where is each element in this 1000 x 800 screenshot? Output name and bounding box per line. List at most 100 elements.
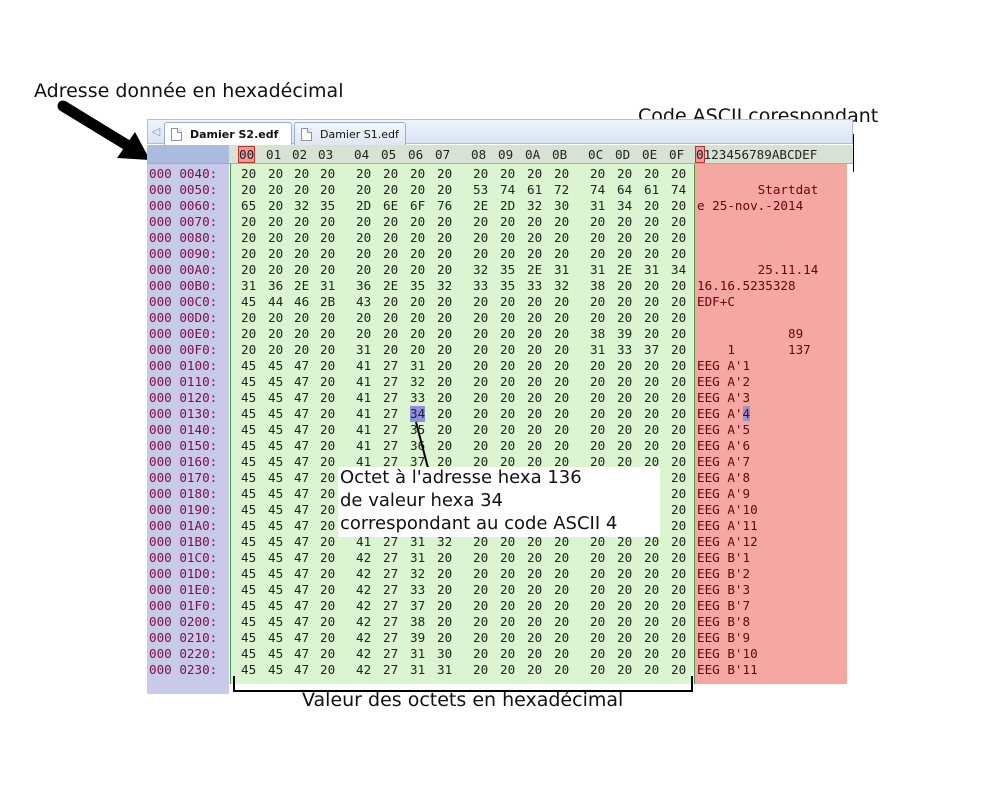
hex-byte[interactable]: 45 [241, 502, 257, 517]
hex-byte[interactable]: 20 [437, 182, 453, 197]
hex-byte[interactable]: 20 [590, 374, 606, 389]
hex-byte[interactable]: 20 [590, 422, 606, 437]
hex-byte[interactable]: 47 [294, 630, 310, 645]
hex-byte[interactable]: 45 [241, 358, 257, 373]
hex-byte[interactable]: 20 [500, 646, 516, 661]
hex-byte[interactable]: 30 [437, 646, 453, 661]
ascii-text[interactable]: e 25-nov.-2014 [697, 198, 804, 213]
hex-byte[interactable]: 20 [383, 182, 399, 197]
hex-byte[interactable]: 20 [671, 422, 687, 437]
ascii-text[interactable]: 89 [697, 326, 804, 341]
hex-byte[interactable]: 41 [356, 438, 372, 453]
hex-byte[interactable]: 20 [500, 326, 516, 341]
hex-byte[interactable]: 20 [617, 422, 633, 437]
hex-byte[interactable]: 20 [644, 662, 660, 677]
hex-byte[interactable]: 45 [241, 598, 257, 613]
hex-byte[interactable]: 20 [590, 550, 606, 565]
hex-byte[interactable]: 47 [294, 550, 310, 565]
hex-byte[interactable]: 30 [554, 198, 570, 213]
hex-byte[interactable]: 20 [617, 566, 633, 581]
hex-byte[interactable]: 41 [356, 374, 372, 389]
hex-byte[interactable]: 27 [383, 630, 399, 645]
hex-byte[interactable]: 20 [671, 534, 687, 549]
ascii-text[interactable]: EEG A'11 [697, 518, 758, 533]
hex-byte[interactable]: 20 [644, 534, 660, 549]
hex-byte[interactable]: 45 [268, 454, 284, 469]
hex-byte[interactable]: 20 [644, 166, 660, 181]
hex-byte[interactable]: 20 [320, 246, 336, 261]
hex-byte[interactable]: 20 [500, 342, 516, 357]
ascii-text[interactable]: EEG A'12 [697, 534, 758, 549]
ascii-text[interactable]: EEG B'8 [697, 614, 751, 629]
hex-byte[interactable]: 45 [241, 550, 257, 565]
hex-byte[interactable]: 20 [320, 310, 336, 325]
hex-byte[interactable]: 20 [671, 438, 687, 453]
hex-byte[interactable]: 38 [590, 278, 606, 293]
hex-byte[interactable]: 47 [294, 518, 310, 533]
ascii-text[interactable]: EEG A'1 [697, 358, 751, 373]
hex-byte[interactable]: 20 [294, 246, 310, 261]
hex-byte[interactable]: 20 [644, 550, 660, 565]
hex-byte[interactable]: 20 [527, 214, 543, 229]
hex-byte[interactable]: 45 [268, 438, 284, 453]
hex-byte[interactable]: 20 [437, 374, 453, 389]
hex-byte[interactable]: 20 [617, 246, 633, 261]
hex-byte[interactable]: 20 [268, 214, 284, 229]
ascii-text[interactable]: 1 137 [697, 342, 811, 357]
hex-byte[interactable]: 27 [383, 390, 399, 405]
hex-byte[interactable]: 20 [671, 390, 687, 405]
hex-byte[interactable]: 20 [473, 630, 489, 645]
hex-byte[interactable]: 61 [644, 182, 660, 197]
hex-byte[interactable]: 20 [500, 374, 516, 389]
hex-byte[interactable]: 20 [473, 438, 489, 453]
hex-byte[interactable]: 20 [590, 166, 606, 181]
hex-byte[interactable]: 20 [473, 534, 489, 549]
hex-byte[interactable]: 20 [500, 406, 516, 421]
hex-byte[interactable]: 45 [268, 534, 284, 549]
hex-byte[interactable]: 45 [268, 646, 284, 661]
hex-byte[interactable]: 20 [410, 166, 426, 181]
hex-byte[interactable]: 20 [320, 374, 336, 389]
hex-byte[interactable]: 20 [590, 454, 606, 469]
hex-byte[interactable]: 74 [671, 182, 687, 197]
hex-byte[interactable]: 20 [671, 614, 687, 629]
hex-byte[interactable]: 27 [383, 550, 399, 565]
hex-byte[interactable]: 45 [268, 406, 284, 421]
hex-byte[interactable]: 20 [644, 438, 660, 453]
hex-byte[interactable]: 20 [437, 438, 453, 453]
hex-byte[interactable]: 20 [590, 582, 606, 597]
hex-byte[interactable]: 20 [437, 454, 453, 469]
hex-byte[interactable]: 20 [617, 630, 633, 645]
hex-byte[interactable]: 20 [554, 390, 570, 405]
hex-byte[interactable]: 20 [473, 326, 489, 341]
hex-byte[interactable]: 20 [554, 598, 570, 613]
hex-byte[interactable]: 27 [383, 358, 399, 373]
hex-byte[interactable]: 20 [617, 214, 633, 229]
hex-byte[interactable]: 20 [500, 294, 516, 309]
hex-byte[interactable]: 20 [644, 390, 660, 405]
hex-byte[interactable]: 20 [320, 422, 336, 437]
hex-byte[interactable]: 20 [617, 550, 633, 565]
hex-byte[interactable]: 20 [241, 342, 257, 357]
hex-byte[interactable]: 47 [294, 646, 310, 661]
hex-byte[interactable]: 42 [356, 662, 372, 677]
hex-byte[interactable]: 20 [473, 214, 489, 229]
hex-byte[interactable]: 34 [617, 198, 633, 213]
ascii-text[interactable]: EEG B'9 [697, 630, 751, 645]
hex-byte[interactable]: 20 [473, 310, 489, 325]
hex-byte[interactable]: 47 [294, 358, 310, 373]
hex-byte[interactable]: 42 [356, 582, 372, 597]
hex-byte[interactable]: 20 [320, 166, 336, 181]
hex-byte[interactable]: 20 [527, 166, 543, 181]
hex-byte[interactable]: 20 [644, 422, 660, 437]
hex-byte[interactable]: 20 [617, 582, 633, 597]
hex-byte[interactable]: 20 [320, 454, 336, 469]
hex-byte[interactable]: 64 [617, 182, 633, 197]
hex-byte[interactable]: 74 [590, 182, 606, 197]
hex-byte[interactable]: 20 [437, 326, 453, 341]
hex-byte[interactable]: 32 [410, 374, 426, 389]
hex-byte[interactable]: 20 [241, 246, 257, 261]
hex-byte[interactable]: 20 [241, 310, 257, 325]
ascii-text[interactable]: EEG A'6 [697, 438, 751, 453]
